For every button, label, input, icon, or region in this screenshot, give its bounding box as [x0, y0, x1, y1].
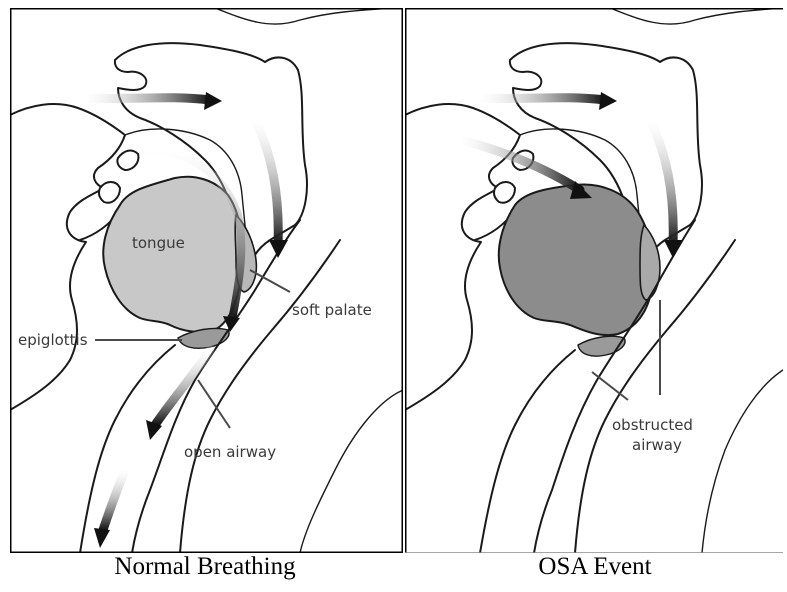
panel-normal-breathing: tongue soft palate epiglottis open airwa…	[10, 8, 403, 553]
label-tongue: tongue	[132, 234, 185, 252]
caption-osa-event: OSA Event	[405, 553, 785, 581]
airflow-arrow-nose-osa	[480, 98, 605, 100]
label-open-airway: open airway	[184, 443, 276, 461]
label-soft-palate: soft palate	[292, 301, 372, 319]
panel-osa-event: obstructed airway	[405, 8, 783, 553]
airflow-arrow-nose	[85, 98, 210, 100]
label-obstructed-line1: obstructed	[612, 416, 693, 434]
label-obstructed-line2: airway	[632, 436, 682, 454]
caption-normal-breathing: Normal Breathing	[10, 553, 400, 581]
label-epiglottis: epiglottis	[18, 331, 88, 349]
